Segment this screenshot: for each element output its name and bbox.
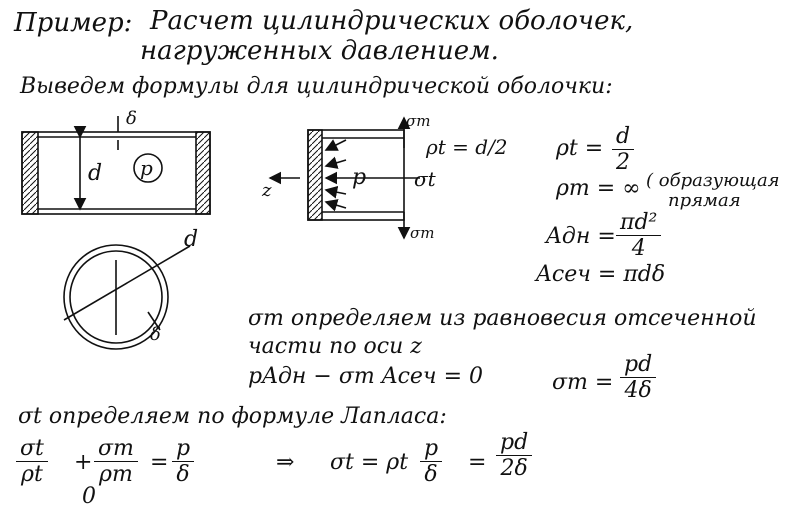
laplace-f1-den: ρt	[21, 462, 43, 487]
laplace-result-eq: =	[468, 450, 487, 475]
rho-t-fraction: d 2	[612, 124, 635, 175]
laplace-result-num1: p	[420, 436, 443, 462]
implies-arrow: ⇒	[276, 450, 295, 475]
sigma-m-text-1: σm определяем из равновесия отсеченной	[248, 306, 757, 331]
a-sech-formula: Aсеч = πdδ	[536, 262, 666, 287]
rho-m-formula: ρm = ∞	[556, 176, 641, 201]
a-dn-den: 4	[631, 236, 646, 261]
rho-m-note-2: прямая	[668, 190, 741, 211]
laplace-f3-num: p	[172, 436, 195, 462]
laplace-f3: p δ	[172, 436, 195, 487]
intro-line: Выведем формулы для цилиндрической оболо…	[20, 74, 613, 99]
rho-t-num: d	[612, 124, 635, 150]
sigma-t-label: σt	[414, 167, 437, 191]
sigma-m-result-fraction: pd 4δ	[620, 352, 657, 403]
delta-section-label: δ	[150, 324, 161, 345]
d-section-label: d	[184, 227, 198, 252]
rho-t-diagram-label: ρt = d/2	[425, 135, 508, 159]
laplace-line: σt определяем по формуле Лапласа:	[18, 404, 447, 429]
sigma-m-top-label: σm	[406, 112, 430, 130]
sigma-m-result-num: pd	[620, 352, 657, 378]
a-dn-lhs: Aдн =	[546, 224, 616, 249]
p-pressure-label: p	[352, 165, 366, 190]
cylinder-cross-section	[63, 244, 191, 350]
rho-t-den: 2	[616, 150, 631, 175]
laplace-result-f2: pd 2δ	[496, 430, 533, 481]
cylinder-side-view	[21, 116, 211, 215]
rho-t-lhs: ρt =	[556, 136, 604, 161]
laplace-f2-den: ρm	[99, 462, 133, 487]
laplace-result-num2: pd	[496, 430, 533, 456]
example-label: Пример:	[14, 8, 133, 38]
laplace-f2-num: σm	[94, 436, 138, 462]
laplace-f1-num: σt	[16, 436, 48, 462]
rho-m-note-1: ( образующая	[646, 170, 780, 191]
title-line-2: нагруженных давлением.	[140, 36, 499, 66]
d-label: d	[88, 161, 102, 186]
delta-label: δ	[126, 108, 137, 129]
laplace-result-f1: p δ	[420, 436, 443, 487]
sigma-m-text-2: части по оси z	[248, 334, 422, 359]
sigma-m-result-lhs: σm =	[552, 370, 614, 395]
sigma-m-bottom-label: σm	[410, 224, 434, 242]
p-label: p	[140, 156, 153, 180]
a-dn-num: πd²	[616, 210, 662, 236]
z-axis-label: z	[261, 180, 272, 201]
sigma-m-result-den: 4δ	[624, 378, 652, 403]
equilibrium-equation: pAдн − σm Aсеч = 0	[248, 364, 484, 389]
cut-shell-diagram	[268, 116, 420, 240]
a-dn-fraction: πd² 4	[616, 210, 662, 261]
title-line-1: Расчет цилиндрических оболочек,	[150, 6, 634, 36]
laplace-zero: 0	[82, 484, 96, 509]
laplace-result-den2: 2δ	[500, 456, 528, 481]
laplace-result-den1: δ	[424, 462, 438, 487]
laplace-f2: σm ρm	[94, 436, 138, 487]
laplace-f1: σt ρt	[16, 436, 48, 487]
laplace-plus: +	[74, 450, 93, 475]
laplace-eq: =	[150, 450, 169, 475]
laplace-f3-den: δ	[176, 462, 190, 487]
laplace-result-lhs: σt = ρt	[330, 450, 409, 475]
